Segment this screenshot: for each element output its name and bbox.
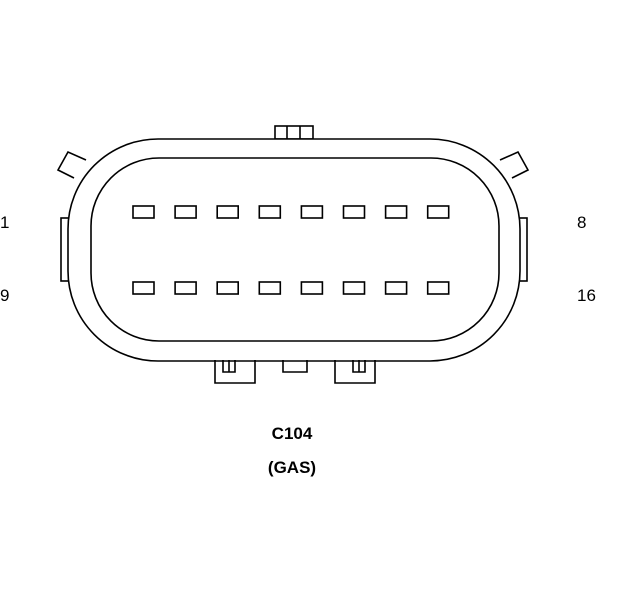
- connector-variant: (GAS): [267, 458, 317, 477]
- connector-housing-inner: [90, 157, 500, 342]
- pin-cavity-10: [174, 281, 197, 295]
- pin-cavity-1: [132, 205, 155, 219]
- connector-id: C104: [271, 424, 313, 443]
- bottom-left-lock: [214, 360, 256, 384]
- pin-cavity-2: [174, 205, 197, 219]
- pin-cavity-7: [384, 205, 408, 219]
- pin-cavity-9: [132, 281, 155, 295]
- pin-row-top: [132, 205, 450, 219]
- left-ear: [56, 150, 87, 179]
- pin-label-9: 9: [0, 286, 10, 305]
- bottom-center-tab: [282, 360, 308, 373]
- pin-cavity-12: [258, 281, 282, 295]
- pin-cavity-11: [216, 281, 239, 295]
- connector-housing-outer: [67, 138, 521, 362]
- top-latch: [274, 125, 314, 140]
- pin-cavity-16: [426, 281, 450, 295]
- pin-cavity-8: [426, 205, 450, 219]
- pin-cavity-5: [300, 205, 324, 219]
- pin-cavity-4: [258, 205, 282, 219]
- pin-cavity-6: [342, 205, 366, 219]
- pin-cavity-14: [342, 281, 366, 295]
- pin-cavity-13: [300, 281, 324, 295]
- pin-cavity-3: [216, 205, 239, 219]
- bottom-right-lock: [334, 360, 376, 384]
- pin-label-16: 16: [577, 286, 596, 305]
- right-ear: [499, 150, 530, 179]
- pin-label-1: 1: [0, 213, 10, 232]
- pin-row-bottom: [132, 281, 450, 295]
- pin-label-8: 8: [577, 213, 587, 232]
- pin-cavity-15: [384, 281, 408, 295]
